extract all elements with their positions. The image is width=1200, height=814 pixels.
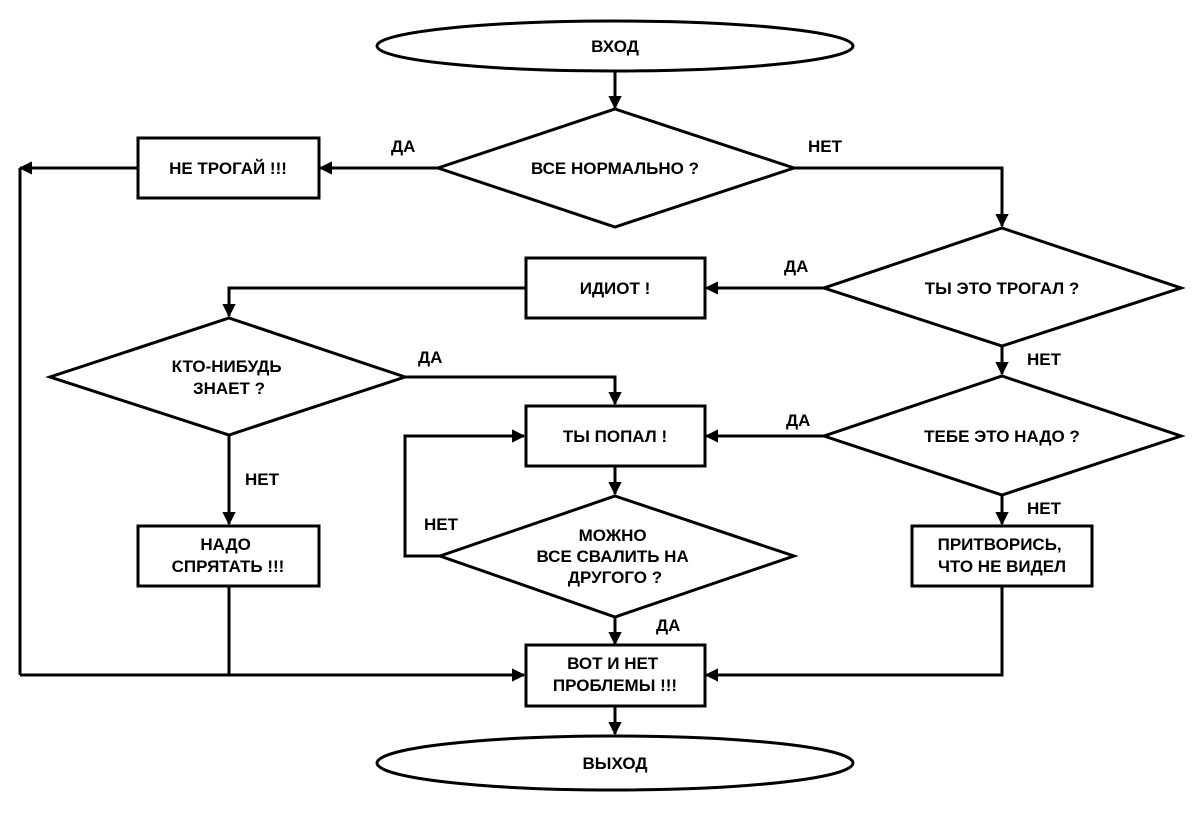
entry-terminator (375, 19, 855, 73)
edge-label-blame-other-no: НЕТ (424, 515, 459, 534)
edge-labels: ДА НЕТ ДА НЕТ ДА ДА НЕТ НЕТ НЕТ ДА (245, 137, 1062, 635)
is-ok-decision (433, 107, 799, 229)
exit-terminator (375, 734, 855, 792)
pretend-box (910, 524, 1094, 588)
you-are-caught-label: ТЫ ПОПАЛ ! (563, 427, 667, 446)
no-problem-label: ВОТ И НЕТ ПРОБЛЕМЫ !!! (553, 654, 677, 695)
did-you-touch-label: ТЫ ЭТО ТРОГАЛ ? (925, 279, 1080, 298)
blame-other-decision (435, 494, 799, 619)
idiot-label: ИДИОТ ! (580, 279, 651, 298)
no-problem-box (524, 643, 707, 708)
edge-label-anyone-knows-no: НЕТ (245, 470, 280, 489)
hide-it-label: НАДО СПРЯТАТЬ !!! (172, 535, 285, 576)
edge-idiot-to-anyone-knows (222, 286, 525, 318)
edge-label-need-it-no: НЕТ (1027, 499, 1062, 518)
edge-label-need-it-yes: ДА (786, 411, 810, 430)
edges (18, 72, 1009, 736)
exit-label: ВЫХОД (583, 754, 648, 773)
edge-label-is-ok-no: НЕТ (808, 137, 843, 156)
pretend-label: ПРИТВОРИСЬ, ЧТО НЕ ВИДЕЛ (938, 535, 1067, 576)
need-it-label: ТЕБЕ ЭТО НАДО ? (924, 427, 1080, 446)
need-it-decision (819, 374, 1186, 497)
nodes (45, 19, 1186, 792)
edge-label-anyone-knows-yes: ДА (418, 348, 442, 367)
edge-label-did-touch-yes: ДА (784, 257, 808, 276)
dont-touch-box (136, 136, 321, 200)
edge-label-is-ok-yes: ДА (391, 137, 415, 156)
anyone-knows-label: КТО-НИБУДЬ ЗНАЕТ ? (172, 357, 287, 398)
edge-blame-other-no-loop (403, 429, 526, 558)
node-labels: ВХОД ВСЕ НОРМАЛЬНО ? НЕ ТРОГАЙ !!! ТЫ ЭТ… (169, 37, 1080, 773)
entry-label: ВХОД (591, 37, 639, 56)
edge-is-ok-no-to-did-touch (794, 166, 1009, 228)
edge-label-blame-other-yes: ДА (656, 616, 680, 635)
hide-it-box (136, 524, 321, 588)
anyone-knows-decision (45, 316, 410, 437)
dont-touch-label: НЕ ТРОГАЙ !!! (169, 159, 287, 178)
edge-anyone-knows-yes-to-caught (405, 375, 622, 406)
edge-label-did-touch-no: НЕТ (1027, 350, 1062, 369)
you-are-caught-box (524, 404, 707, 468)
idiot-box (524, 256, 707, 320)
blame-other-label: МОЖНО ВСЕ СВАЛИТЬ НА ДРУГОГО ? (537, 526, 694, 587)
did-you-touch-decision (819, 226, 1186, 348)
edge-pretend-to-no-problem (704, 586, 1004, 682)
is-ok-label: ВСЕ НОРМАЛЬНО ? (531, 159, 699, 178)
